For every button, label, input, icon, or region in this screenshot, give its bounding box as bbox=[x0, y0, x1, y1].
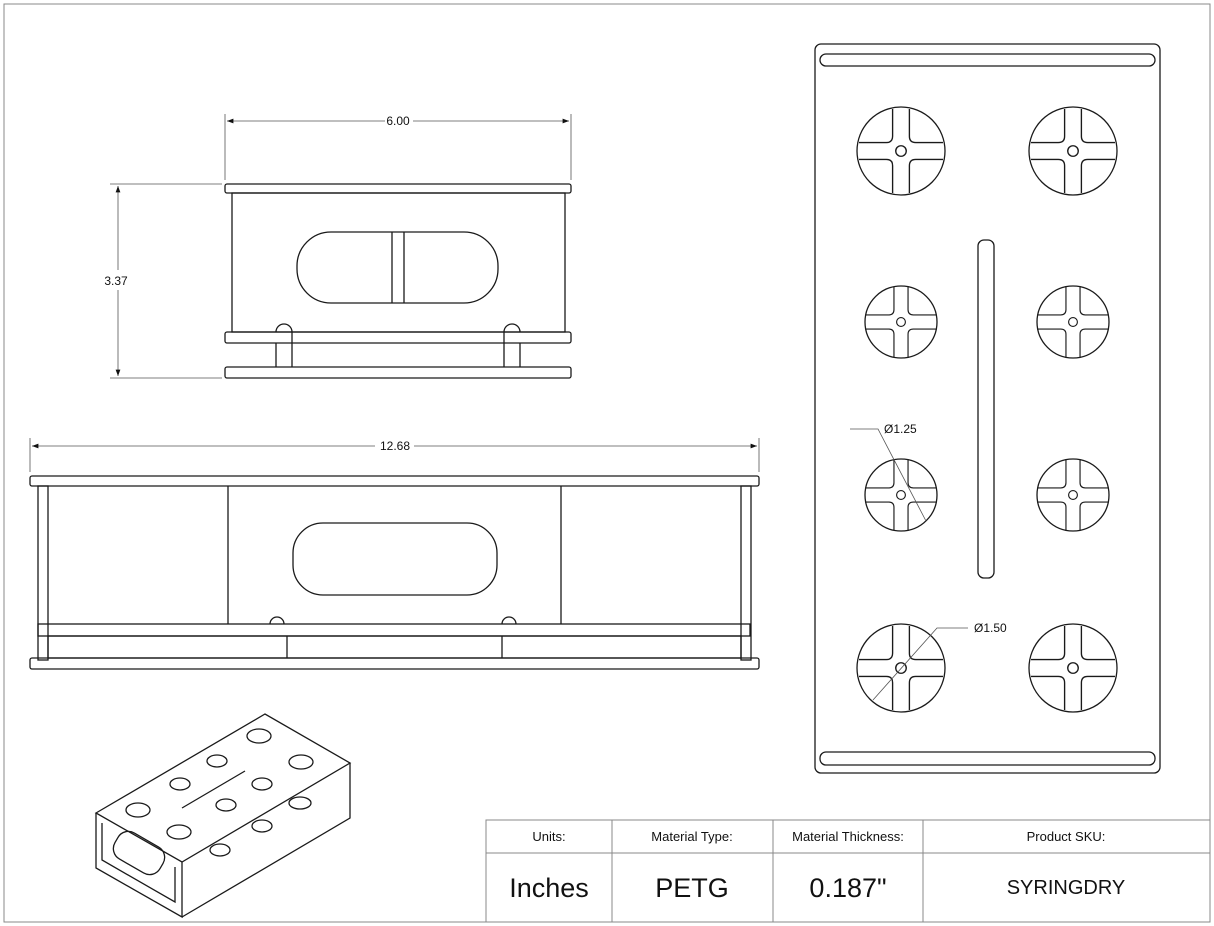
isometric-view bbox=[94, 713, 352, 919]
product-sku-value: SYRINGDRY bbox=[1007, 877, 1126, 899]
material-type-label: Material Type: bbox=[651, 829, 732, 844]
units-value: Inches bbox=[509, 873, 589, 903]
hole-small bbox=[1036, 285, 1110, 359]
material-thickness-value: 0.187" bbox=[809, 873, 886, 903]
hole-large bbox=[856, 106, 946, 196]
front-view: 6.00 3.37 bbox=[104, 114, 572, 379]
dimension-small-hole: Ø1.25 bbox=[884, 422, 917, 436]
material-thickness-label: Material Thickness: bbox=[792, 829, 904, 844]
units-label: Units: bbox=[532, 829, 565, 844]
hole-small bbox=[1036, 458, 1110, 532]
top-view: Ø1.25 Ø1.50 bbox=[814, 43, 1161, 774]
hole-large bbox=[856, 623, 946, 713]
hole-small bbox=[864, 285, 938, 359]
side-view: 12.68 bbox=[29, 438, 760, 670]
dimension-width: 6.00 bbox=[386, 114, 410, 128]
dimension-length: 12.68 bbox=[380, 439, 410, 453]
product-sku-label: Product SKU: bbox=[1027, 829, 1106, 844]
hole-small bbox=[864, 458, 938, 532]
material-type-value: PETG bbox=[655, 873, 729, 903]
hole-large bbox=[1028, 106, 1118, 196]
sheet-border bbox=[3, 3, 1211, 923]
dimension-height: 3.37 bbox=[104, 274, 128, 288]
dimension-large-hole: Ø1.50 bbox=[974, 621, 1007, 635]
hole-large bbox=[1028, 623, 1118, 713]
title-block: Units: Material Type: Material Thickness… bbox=[485, 819, 1211, 923]
